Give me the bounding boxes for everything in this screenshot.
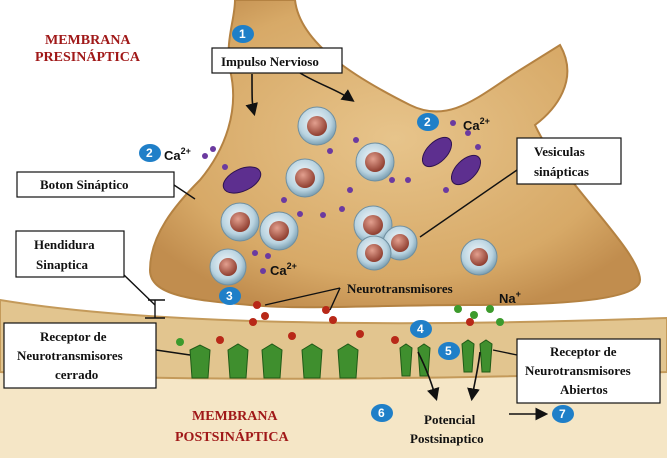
step-badge-2-right: 2 xyxy=(417,113,439,131)
calcium-channel-right-bottom xyxy=(450,154,482,186)
svg-text:4: 4 xyxy=(417,322,424,336)
receptor-abiertos-label-3: Abiertos xyxy=(560,382,608,397)
receptor-closed xyxy=(261,343,283,379)
step-badge-7: 7 xyxy=(552,405,574,423)
receptor-cerrado-label-1: Receptor de xyxy=(40,329,107,344)
impulso-label: Impulso Nervioso xyxy=(221,54,319,69)
synaptic-vesicles xyxy=(209,106,498,286)
vesiculas-label-1: Vesiculas xyxy=(534,144,585,159)
receptor-closed xyxy=(301,343,323,379)
vesicle xyxy=(460,238,498,276)
svg-text:5: 5 xyxy=(445,344,452,358)
calcium-channel-right-top xyxy=(421,136,453,168)
receptor-closed xyxy=(189,344,211,379)
neurotransmisores-callout: Neurotransmisores xyxy=(264,281,453,311)
step-badges: 1 2 2 3 4 5 6 7 xyxy=(139,25,574,423)
step-badge-5: 5 xyxy=(438,342,460,360)
potencial-callout: Potencial Postsinaptico xyxy=(410,351,549,446)
presynaptic-title-line2: PRESINÁPTICA xyxy=(35,48,141,65)
step-badge-3: 3 xyxy=(219,287,241,305)
postsynaptic-title-line2: POSTSINÁPTICA xyxy=(175,428,289,445)
receptor-closed xyxy=(227,343,249,379)
receptor-abiertos-label-2: Neurotransmisores xyxy=(525,363,631,378)
vesicle xyxy=(209,248,247,286)
vesicle xyxy=(382,225,418,261)
vesicle xyxy=(355,142,395,182)
svg-text:6: 6 xyxy=(378,406,385,420)
receptor-closed xyxy=(337,343,359,379)
hendidura-label-1: Hendidura xyxy=(34,237,95,252)
vesicle xyxy=(356,235,392,271)
step-badge-4: 4 xyxy=(410,320,432,338)
receptor-abiertos-callout: Receptor de Neurotransmisores Abiertos xyxy=(492,338,661,404)
potencial-label-1: Potencial xyxy=(424,412,476,427)
receptor-open xyxy=(399,343,431,377)
potencial-label-2: Postsinaptico xyxy=(410,431,484,446)
hendidura-callout: Hendidura Sinaptica xyxy=(15,230,165,319)
neurotransmisores-label: Neurotransmisores xyxy=(347,281,453,296)
postsynaptic-membrane xyxy=(0,298,667,458)
svg-text:1: 1 xyxy=(239,27,246,41)
ca-label-left: Ca2+ xyxy=(164,146,191,163)
presynaptic-title-line1: MEMBRANA xyxy=(45,33,131,48)
step-badge-1: 1 xyxy=(232,25,254,43)
postsynaptic-title-line1: MEMBRANA xyxy=(192,409,278,424)
vesicle xyxy=(220,202,260,242)
receptor-abiertos-label-1: Receptor de xyxy=(550,344,617,359)
vesicle xyxy=(297,106,337,146)
receptors xyxy=(189,339,493,379)
neurotransmitters xyxy=(176,301,504,346)
receptor-cerrado-label-2: Neurotransmisores xyxy=(17,348,123,363)
hendidura-label-2: Sinaptica xyxy=(36,257,89,272)
ca-label-bottom: Ca2+ xyxy=(270,261,297,278)
vesiculas-callout: Vesiculas sinápticas xyxy=(419,137,622,238)
svg-text:2: 2 xyxy=(424,115,431,129)
calcium-channel-left xyxy=(222,166,262,194)
calcium-ions xyxy=(202,115,481,274)
vesicle xyxy=(259,211,299,251)
receptor-open xyxy=(461,339,493,373)
step-badge-2-left: 2 xyxy=(139,144,161,162)
svg-text:7: 7 xyxy=(559,407,566,421)
impulso-callout: Impulso Nervioso xyxy=(211,47,355,117)
boton-callout: Boton Sináptico xyxy=(16,171,196,200)
vesiculas-label-2: sinápticas xyxy=(534,164,589,179)
svg-text:2: 2 xyxy=(146,146,153,160)
step-badge-6: 6 xyxy=(371,404,393,422)
na-label: Na+ xyxy=(499,289,521,306)
ion-labels: Ca2+ Ca2+ Ca2+ Na+ xyxy=(164,116,521,306)
receptor-cerrado-callout: Receptor de Neurotransmisores cerrado xyxy=(3,322,191,389)
ca-label-right: Ca2+ xyxy=(463,116,490,133)
calcium-channels xyxy=(222,136,482,194)
receptor-cerrado-label-3: cerrado xyxy=(55,367,98,382)
boton-label: Boton Sináptico xyxy=(40,177,129,192)
svg-text:3: 3 xyxy=(226,289,233,303)
vesicle xyxy=(285,158,325,198)
